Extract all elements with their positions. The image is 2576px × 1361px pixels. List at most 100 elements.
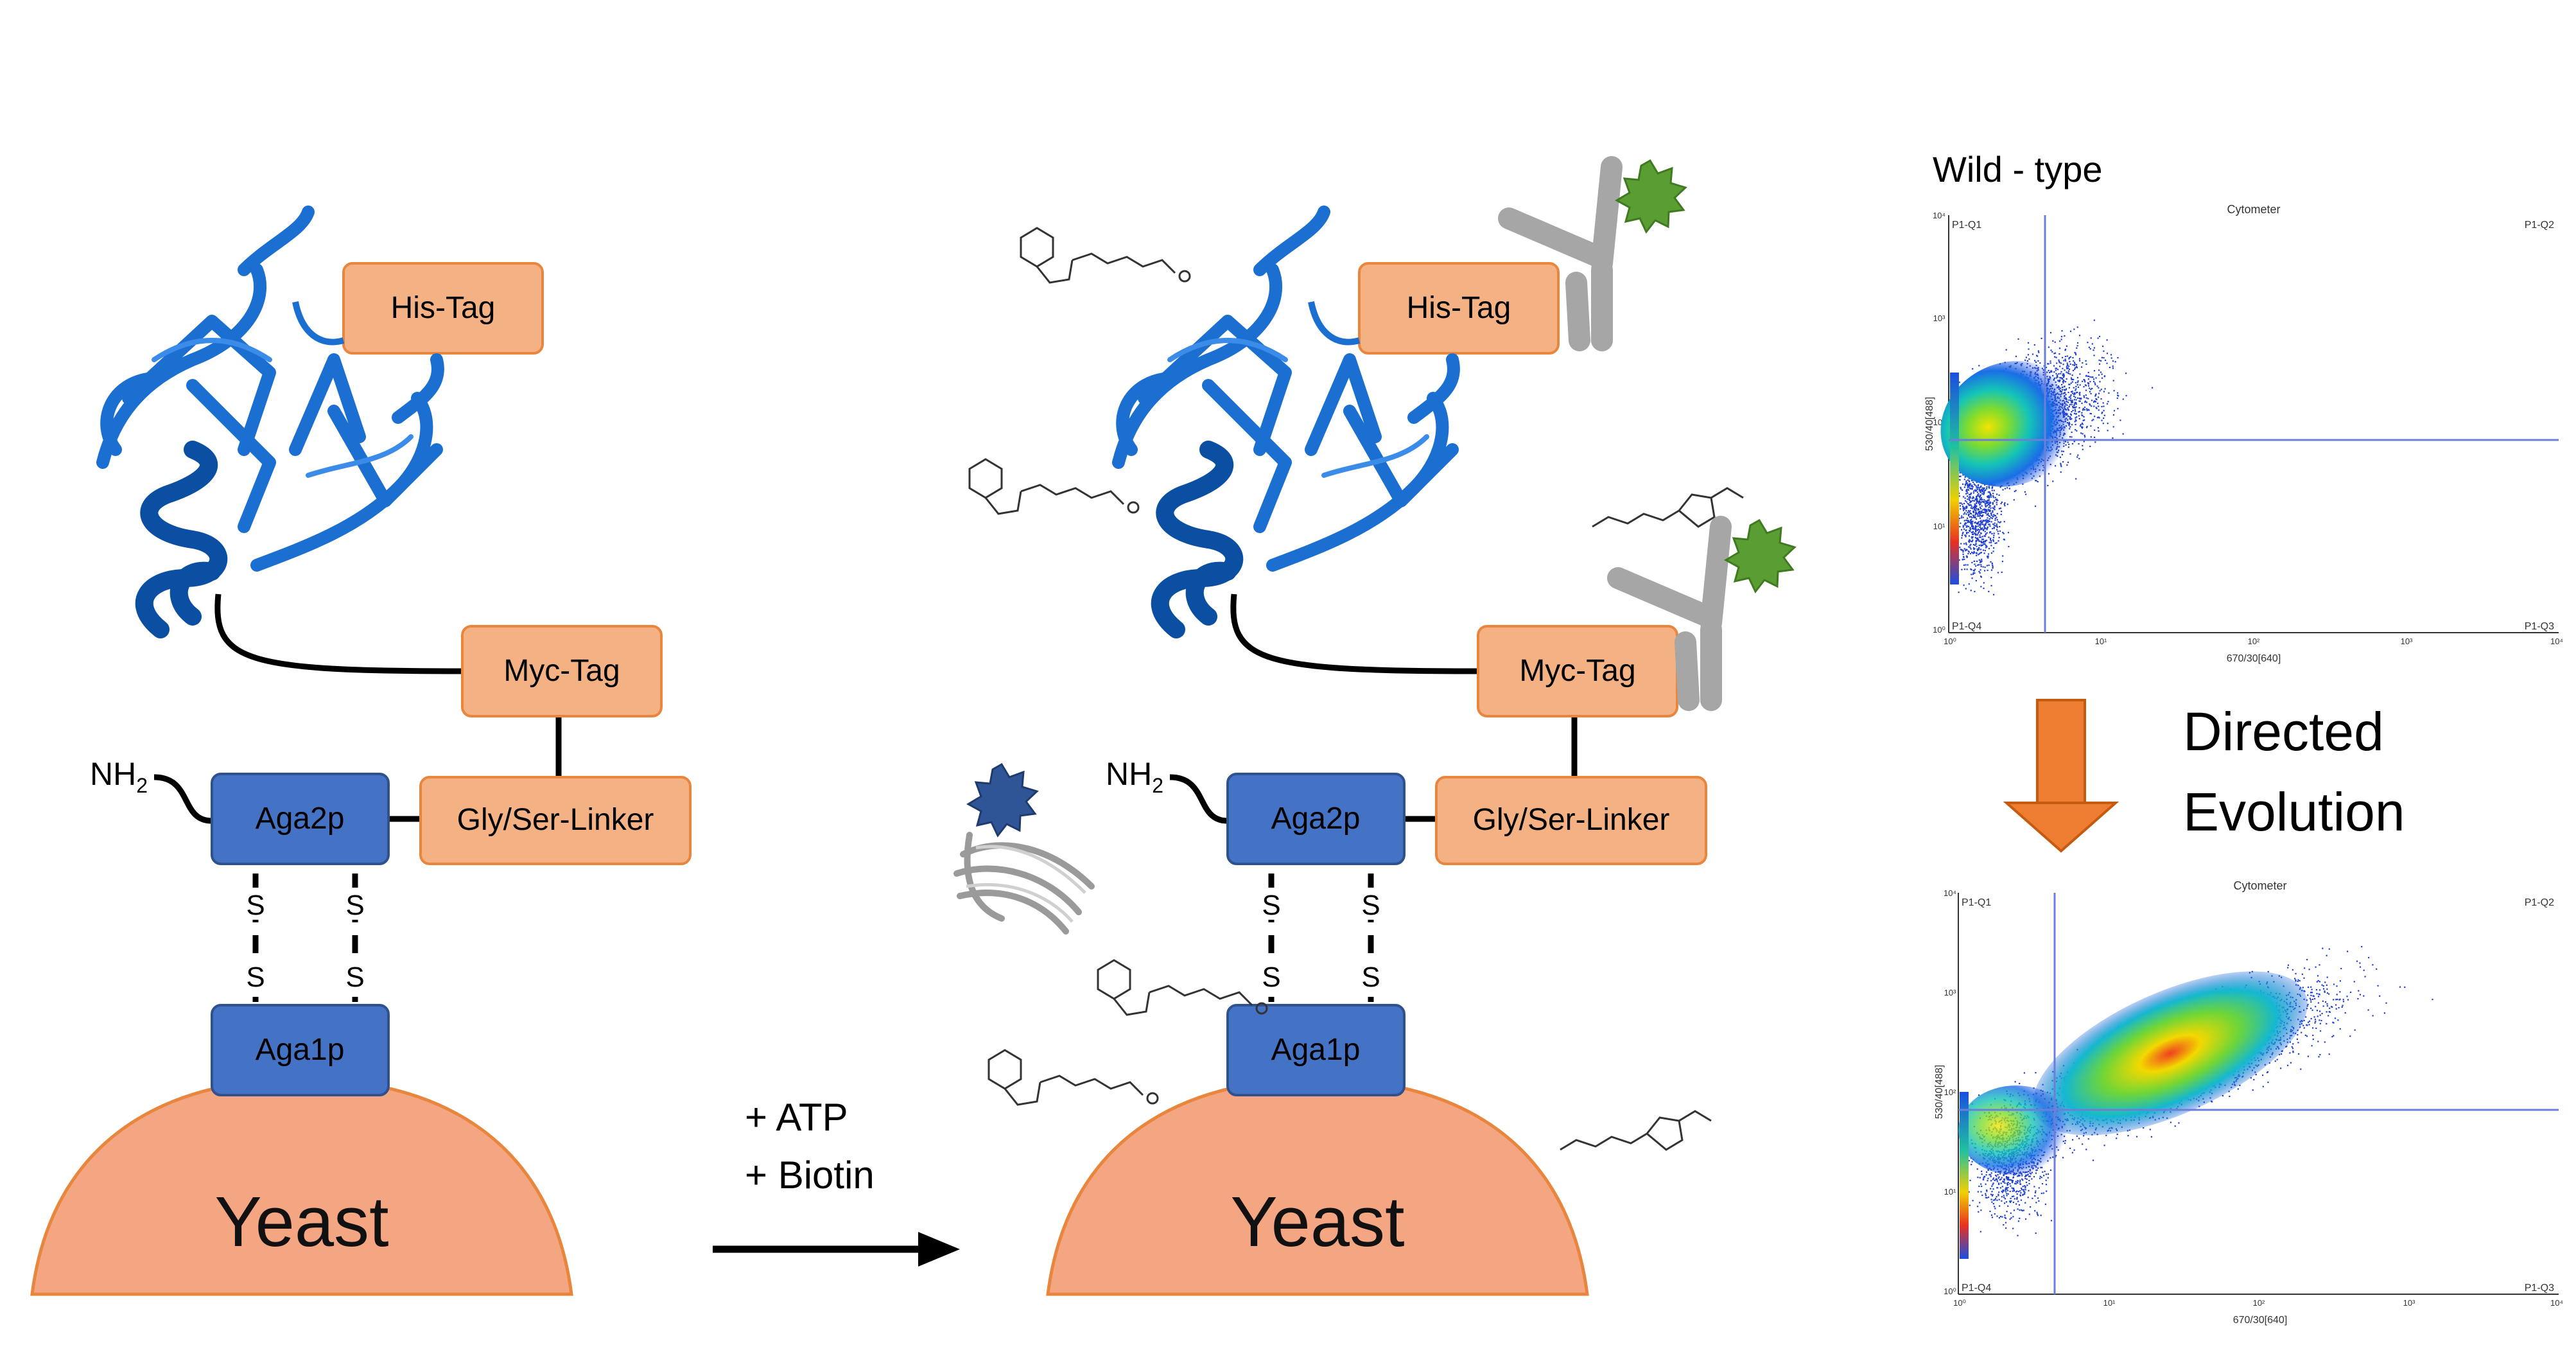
scatter-dot — [1990, 569, 1993, 571]
scatter-dot — [1992, 536, 1994, 538]
scatter-dot — [1963, 584, 1965, 586]
scatter-dot — [1963, 486, 1965, 488]
scatter-dot — [1967, 511, 1969, 513]
scatter-dot — [1965, 480, 1967, 482]
scatter-dot — [2076, 383, 2078, 386]
scatter-dot — [1970, 516, 1972, 518]
sulfur-label: S — [1361, 961, 1380, 993]
scatter-dot — [2052, 340, 2054, 342]
scatter-dot — [1968, 525, 1970, 527]
scatter-dot — [2078, 443, 2080, 445]
scatter-dot — [1966, 525, 1968, 527]
scatter-dot — [2000, 511, 2003, 513]
scatter-dot — [2076, 345, 2078, 347]
scatter-dot — [1981, 490, 1983, 492]
scatter-dot — [2073, 360, 2075, 362]
scatter-dot — [2093, 347, 2095, 349]
scatter-dot — [2091, 419, 2093, 421]
scatter-dot — [1976, 538, 1978, 540]
scatter-dot — [1958, 559, 1960, 561]
scatter-dot — [1982, 511, 1984, 513]
scatter-dot — [1990, 514, 1992, 516]
scatter-dot — [1985, 522, 1987, 524]
scatter-dot — [2090, 413, 2092, 415]
scatter-dot — [1972, 507, 1974, 509]
scatter-dot — [2064, 369, 2066, 371]
scatter-dot — [2297, 1034, 2299, 1036]
scatter-dot — [1971, 501, 1972, 503]
scatter-dot — [1960, 543, 1962, 545]
scatter-dot — [2089, 387, 2091, 389]
biotin-molecules — [968, 227, 1744, 1151]
scatter-dot — [1975, 512, 1978, 514]
scatter-dot — [1959, 502, 1961, 504]
scatter-dot — [1967, 550, 1969, 552]
scatter-dot — [1998, 494, 2000, 496]
scatter-dot — [2086, 408, 2088, 410]
scatter-dot — [1962, 551, 1964, 553]
scatter-dot — [1977, 515, 1979, 517]
scatter-dot — [2090, 337, 2092, 339]
scatter-dot — [2060, 336, 2062, 338]
scatter-dot — [1965, 506, 1967, 508]
scatter-dot — [1974, 552, 1976, 554]
scatter-dot — [1980, 564, 1982, 566]
scatter-dot — [2079, 360, 2081, 362]
scatter-dot — [1967, 479, 1969, 481]
scatter-dot — [1993, 526, 1995, 528]
scatter-dot — [2062, 367, 2064, 369]
scatter-dot — [1986, 486, 1988, 488]
scatter-dot — [1963, 508, 1966, 510]
scatter-dot — [1991, 518, 1993, 520]
scatter-dot — [1972, 573, 1974, 575]
scatter-dot — [2081, 402, 2083, 404]
scatter-dot — [1970, 487, 1972, 489]
scatter-dot — [1960, 502, 1962, 504]
scatter-dot — [2058, 360, 2060, 362]
scatter-dot — [2073, 369, 2075, 371]
scatter-dot — [2318, 1056, 2320, 1058]
scatter-dot — [2060, 464, 2062, 466]
scatter-dot — [2298, 1053, 2300, 1055]
scatter-dot — [1980, 523, 1981, 525]
scatter-dot — [2294, 978, 2296, 979]
scatter-dot — [2301, 973, 2303, 975]
scatter-dot — [1978, 515, 1980, 517]
scatter-dot — [1972, 507, 1974, 509]
biotin-icon — [988, 1049, 1159, 1106]
scatter-dot — [1990, 513, 1992, 514]
scatter-dot — [1974, 498, 1976, 501]
scatter-dot — [1963, 523, 1965, 525]
scatter-dot — [2087, 398, 2089, 400]
scatter-dot — [1989, 505, 1991, 507]
scatter-dot — [2088, 375, 2090, 377]
scatter-dot — [1984, 570, 1986, 572]
scatter-dot — [2103, 410, 2105, 412]
scatter-dot — [1971, 561, 1973, 563]
scatter-dot — [1970, 504, 1972, 506]
scatter-dot — [1978, 502, 1980, 504]
scatter-dot — [2047, 484, 2049, 487]
sulfur-label: S — [345, 890, 364, 921]
scatter-dot — [1967, 484, 1969, 486]
scatter-dot — [2310, 1001, 2312, 1003]
scatter-dot — [1970, 493, 1972, 495]
scatter-dot — [2315, 1027, 2317, 1030]
scatter-dot — [1968, 540, 1970, 542]
scatter-dot — [2372, 1015, 2374, 1017]
scatter-dot — [1986, 546, 1988, 548]
scatter-dot — [2353, 981, 2355, 983]
scatter-dot — [1971, 487, 1973, 489]
scatter-dot — [1998, 507, 2001, 509]
scatter-dot — [1992, 493, 1994, 495]
scatter-dot — [1968, 496, 1970, 498]
scatter-dot — [1980, 532, 1982, 534]
scatter-dot — [2014, 491, 2015, 493]
scatter-dot — [2078, 398, 2080, 400]
scatter-dot — [1969, 531, 1971, 532]
scatter-dot — [1968, 504, 1970, 506]
scatter-dot — [1972, 552, 1974, 554]
scatter-dot — [2084, 401, 2086, 403]
scatter-dot — [1963, 513, 1965, 515]
scatter-dot — [1976, 540, 1978, 541]
